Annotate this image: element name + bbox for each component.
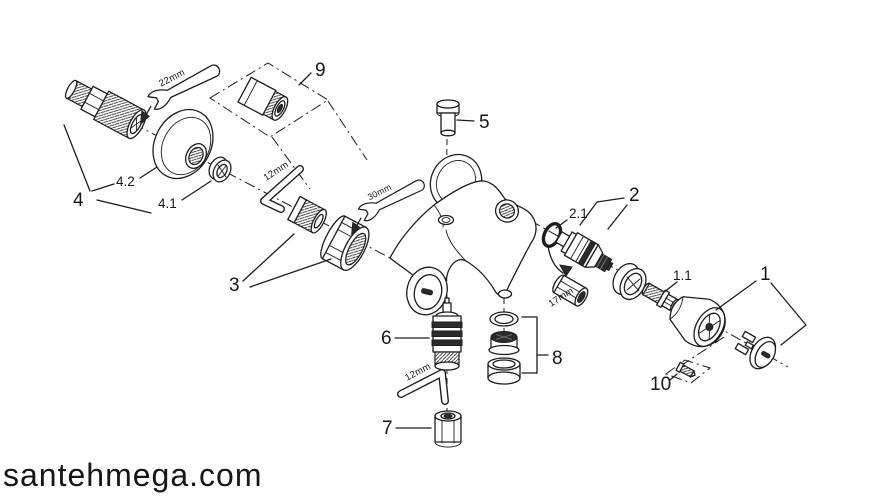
part-8-washer — [489, 311, 519, 327]
label-10-group: 10 — [650, 373, 678, 395]
part-label-4-1: 4.1 — [158, 196, 177, 211]
part-4-union-fitting — [64, 79, 147, 140]
part-label-10: 10 — [650, 374, 671, 395]
part-label-1: 1 — [760, 264, 771, 285]
spout-outlet — [406, 266, 448, 316]
part-label-4-2: 4.2 — [116, 174, 135, 189]
part-8-housing — [487, 357, 521, 385]
part-label-1-1: 1.1 — [673, 268, 692, 283]
direction-arrow — [140, 105, 152, 126]
faucet-body — [389, 153, 537, 316]
part-label-2: 2 — [629, 185, 640, 206]
part-label-4: 4 — [73, 190, 84, 211]
part-5-plug — [436, 99, 460, 137]
turn-arrow — [547, 245, 564, 274]
label-6-group: 6 — [381, 328, 430, 349]
label-9-group: 9 — [298, 60, 326, 86]
part-1-handle — [669, 296, 726, 348]
part-6-cartridge — [431, 297, 463, 371]
label-1-group: 1 1.1 — [662, 264, 807, 346]
part-label-7: 7 — [382, 418, 393, 439]
part-7-nut — [434, 410, 462, 448]
part-label-6: 6 — [381, 328, 392, 349]
label-4-group: 4 4.2 4.1 — [63, 124, 212, 214]
direction-arrow — [351, 217, 362, 236]
part-3-adapter — [287, 195, 327, 234]
label-8-group: 8 — [521, 316, 563, 374]
part-label-2-1: 2.1 — [569, 206, 588, 221]
part-4-1-washer — [208, 156, 232, 183]
part-label-9: 9 — [315, 60, 326, 81]
part-label-5: 5 — [479, 112, 490, 133]
part-label-8: 8 — [552, 348, 563, 369]
part-1-retaining-ring — [612, 262, 647, 301]
label-7-group: 7 — [382, 418, 432, 439]
part-4-2-escutcheon — [152, 108, 214, 180]
part-9-adapter-box — [209, 62, 329, 138]
watermark: santehmega.com — [3, 457, 262, 493]
part-8-aerator-set — [487, 311, 521, 385]
label-3-group: 3 — [229, 233, 332, 296]
part-3-coupling-nut — [320, 215, 370, 271]
part-label-3: 3 — [229, 275, 240, 296]
part-10-screw-box — [664, 359, 712, 384]
part-2-cartridge — [555, 231, 614, 273]
part-8-insert — [488, 331, 520, 356]
part-1-cap — [734, 330, 777, 370]
label-5-group: 5 — [456, 112, 490, 133]
label-2-group: 2 2.1 — [555, 185, 640, 230]
plug-hole — [437, 214, 455, 226]
